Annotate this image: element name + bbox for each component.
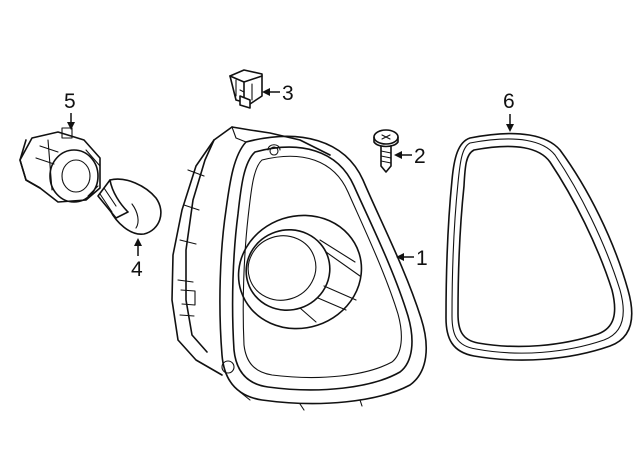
callout-6: 6 xyxy=(503,90,515,113)
bulb[interactable] xyxy=(97,178,162,235)
callout-3: 3 xyxy=(282,82,294,105)
screw[interactable] xyxy=(373,129,399,173)
callout-5: 5 xyxy=(64,90,76,113)
clip-nut[interactable] xyxy=(229,69,263,109)
socket[interactable] xyxy=(19,127,101,203)
callout-1: 1 xyxy=(416,247,428,270)
tail-lamp-housing[interactable] xyxy=(171,126,427,411)
callout-4: 4 xyxy=(131,258,143,281)
gasket[interactable] xyxy=(445,132,633,361)
leader-arrows xyxy=(67,88,514,261)
callout-2: 2 xyxy=(414,145,426,168)
